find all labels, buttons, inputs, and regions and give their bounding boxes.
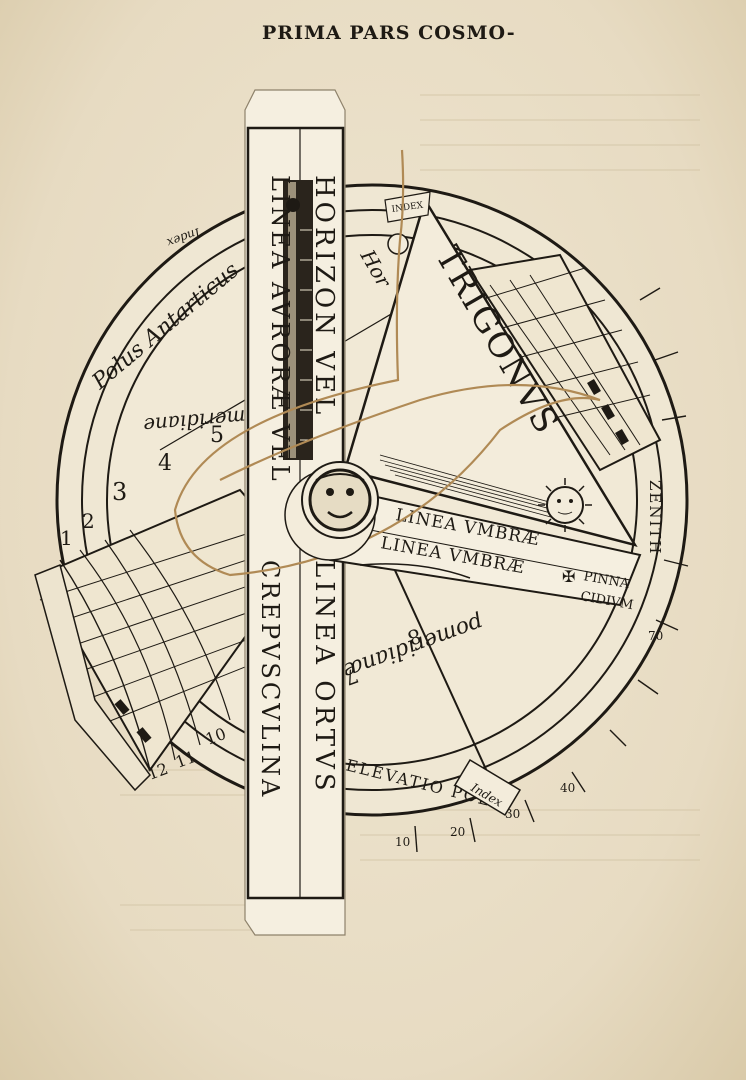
- svg-text:70: 70: [648, 629, 663, 643]
- thread-string[interactable]: [173, 149, 601, 577]
- svg-text:3: 3: [112, 478, 127, 506]
- trigonus-triangle[interactable]: TRIGONVS: [343, 196, 638, 547]
- strip-label-left-top: LINEA AVRORÆ VEL: [266, 175, 294, 484]
- svg-text:10: 10: [395, 835, 410, 849]
- running-title: PRIMA PARS COSMO-: [262, 22, 516, 44]
- svg-text:40: 40: [560, 781, 575, 795]
- strip-label-top: HORIZON VEL: [309, 175, 339, 418]
- cross-icon: ✠: [562, 567, 575, 586]
- zenith-label: ZENITH: [646, 480, 664, 556]
- left-scale-tab: [34, 563, 151, 792]
- strip-label-left-bottom: CREPVSCVLINA: [256, 560, 284, 799]
- strip-label-bottom: LINEA ORTVS: [309, 560, 339, 795]
- svg-text:2: 2: [82, 509, 95, 533]
- svg-text:5: 5: [210, 423, 224, 448]
- center-rivet-face-icon[interactable]: [284, 461, 379, 561]
- index-tag-top[interactable]: INDEX: [384, 191, 431, 255]
- svg-text:4: 4: [158, 451, 172, 476]
- svg-text:INDEX: INDEX: [391, 201, 424, 215]
- hour-tick-strip: [114, 378, 629, 743]
- svg-text:1: 1: [60, 526, 73, 550]
- svg-text:30: 30: [505, 807, 520, 821]
- sun-face-icon: [538, 478, 592, 532]
- svg-text:20: 20: [450, 825, 465, 839]
